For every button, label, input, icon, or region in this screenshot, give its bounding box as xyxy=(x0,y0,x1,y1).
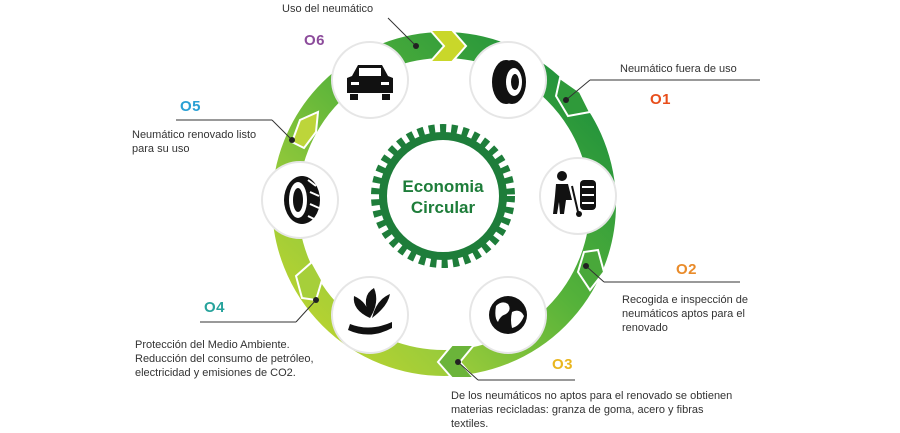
worker-hand-truck-icon xyxy=(553,171,596,217)
tire-tread-icon xyxy=(284,176,320,224)
tire-side-icon xyxy=(492,60,526,104)
icon-node-globe xyxy=(469,276,547,354)
arrow-chevron xyxy=(554,76,592,118)
center-gear: Economia Circular xyxy=(371,124,515,268)
arrow-chevron xyxy=(290,110,320,150)
step-number-o5: O5 xyxy=(180,98,202,115)
step-text-o3: De los neumáticos no aptos para el renov… xyxy=(451,390,733,430)
step-number-o6: O6 xyxy=(304,32,326,49)
callout-lines xyxy=(176,17,760,381)
step-text-o1: Neumático fuera de uso xyxy=(620,63,737,75)
center-title-line2: Circular xyxy=(411,198,476,217)
hand-leaves-icon xyxy=(348,288,392,335)
step-number-o2: O2 xyxy=(676,261,698,278)
step-text-o5: Neumático renovado listo para su uso xyxy=(132,129,257,155)
step-number-o1: O1 xyxy=(650,91,672,108)
step-number-o4: O4 xyxy=(204,299,226,316)
icon-node-car xyxy=(331,41,409,119)
arrow-chevron xyxy=(427,29,468,63)
icon-node-leaves xyxy=(331,276,409,354)
step-text-o2: Recogida e inspección de neumáticos apto… xyxy=(622,294,748,334)
icon-node-worker xyxy=(539,157,617,235)
step-number-o3: O3 xyxy=(552,356,574,373)
center-title-line1: Economia xyxy=(402,177,484,196)
ring-arrows xyxy=(290,29,606,379)
step-text-o6: Uso del neumático xyxy=(282,3,374,15)
icon-node-tire-side xyxy=(469,41,547,119)
car-icon xyxy=(347,65,393,100)
icon-node-tire-tread xyxy=(261,161,339,239)
globe-icon xyxy=(489,296,527,334)
step-text-o4: Protección del Medio Ambiente. Reducción… xyxy=(135,339,314,379)
